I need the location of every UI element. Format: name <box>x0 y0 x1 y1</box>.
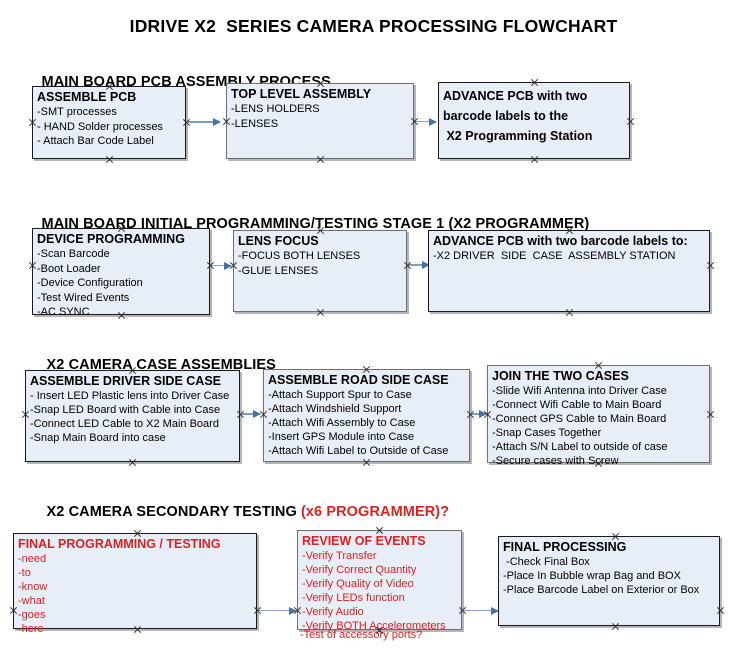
arrow-assemble-pcb-to-top-level-assembly <box>188 117 221 126</box>
box-line: -Scan Barcode <box>37 248 110 260</box>
arrow-review-of-events-to-final-processing <box>464 606 499 615</box>
box-line: -LENS HOLDERS <box>231 103 320 115</box>
box-line: -Snap Main Board into case <box>30 432 166 444</box>
box-line: -Connect LED Cable to X2 Main Board <box>30 418 219 430</box>
box-title: FINAL PROCESSING <box>503 540 627 554</box>
box-join-the-two-cases[interactable]: JOIN THE TWO CASES -Slide Wifi Antenna i… <box>487 365 710 467</box>
box-title: ADVANCE PCB with two barcode labels to: <box>433 234 688 248</box>
box-line: -LENSES <box>231 117 279 130</box>
box-line: -Insert GPS Module into Case <box>268 431 415 443</box>
arrow-lens-focus-to-advance-pcb <box>409 260 430 269</box>
box-line: -Device Configuration <box>37 277 143 289</box>
box-line: -goes <box>18 609 46 621</box>
box-line: -Snap Cases Together <box>492 427 602 439</box>
box-line: -Verify Correct Quantity <box>302 564 417 576</box>
box-line: -Attach Wifi Label to Outside of Case <box>268 445 449 457</box>
arrow-road-side-to-join-cases <box>472 409 487 418</box>
box-final-processing[interactable]: FINAL PROCESSING -Check Final Box -Place… <box>498 536 720 626</box>
section-heading-x2-camera-secondary-testing: X2 CAMERA SECONDARY TESTING (x6 PROGRAMM… <box>30 488 450 536</box>
box-line: -Verify Transfer <box>302 550 377 562</box>
box-line: -know <box>18 581 48 593</box>
box-line: -Secure cases with Screw <box>492 455 619 467</box>
box-line: -Connect GPS Cable to Main Board <box>492 413 667 425</box>
box-line: -need <box>18 553 47 565</box>
box-review-of-events[interactable]: REVIEW OF EVENTS -Verify Transfer -Verif… <box>297 530 462 632</box>
box-line: -Test Wired Events <box>37 291 130 304</box>
box-title: ASSEMBLE PCB <box>37 90 137 104</box>
box-assemble-driver-side-case[interactable]: ASSEMBLE DRIVER SIDE CASE - Insert LED P… <box>25 370 240 462</box>
box-title: ASSEMBLE ROAD SIDE CASE <box>268 373 449 387</box>
box-line: -to <box>18 567 31 579</box>
page-title: IDRIVE X2 SERIES CAMERA PROCESSING FLOWC… <box>129 16 618 36</box>
section-heading-text: X2 CAMERA CASE ASSEMBLIES <box>46 357 276 373</box>
box-line: -Connect Wifi Cable to Main Board <box>492 399 662 411</box>
box-overflow-line-review-of-events: -Test of accessory ports? <box>300 629 423 641</box>
box-line: - Attach Bar Code Label <box>37 135 154 147</box>
box-line: -Verify BOTH Accelerometers <box>302 620 446 632</box>
box-line: ADVANCE PCB with two <box>443 89 588 103</box>
arrow-device-programming-to-lens-focus <box>212 261 232 270</box>
box-title: LENS FOCUS <box>238 234 319 248</box>
box-line: -Attach Support Spur to Case <box>268 389 412 401</box>
box-title: JOIN THE TWO CASES <box>492 369 629 383</box>
box-assemble-road-side-case[interactable]: ASSEMBLE ROAD SIDE CASE -Attach Support … <box>263 369 470 462</box>
box-title: DEVICE PROGRAMMING <box>37 232 185 246</box>
box-line: -Slide Wifi Antenna into Driver Case <box>492 385 667 397</box>
box-line: -Place In Bubble wrap Bag and BOX <box>503 570 681 582</box>
box-lens-focus[interactable]: LENS FOCUS -FOCUS BOTH LENSES -GLUE LENS… <box>233 230 407 312</box>
box-line: -Verify Quality of Video <box>302 578 414 590</box>
arrow-driver-side-to-road-side <box>242 409 261 418</box>
box-line: -Check Final Box <box>503 556 590 568</box>
box-title: TOP LEVEL ASSEMBLY <box>231 87 372 101</box>
box-assemble-pcb[interactable]: ASSEMBLE PCB -SMT processes - HAND Solde… <box>32 86 186 159</box>
box-top-level-assembly[interactable]: TOP LEVEL ASSEMBLY -LENS HOLDERS -LENSES <box>226 83 414 159</box>
box-line: -FOCUS BOTH LENSES <box>238 250 361 262</box>
box-line: -Verify LEDs function <box>302 592 405 604</box>
box-line: -Attach Wifi Assembly to Case <box>268 417 416 429</box>
box-device-programming[interactable]: DEVICE PROGRAMMING -Scan Barcode -Boot L… <box>32 228 210 318</box>
box-advance-pcb-programming-station[interactable]: ADVANCE PCB with two barcode labels to t… <box>438 82 630 159</box>
box-line: -Attach S/N Label to outside of case <box>492 441 668 453</box>
section-heading-x2-camera-case-assemblies: X2 CAMERA CASE ASSEMBLIES <box>30 341 276 389</box>
box-line: - Insert LED Plastic lens into Driver Ca… <box>30 390 230 402</box>
box-line: -SMT processes <box>37 106 117 118</box>
arrow-final-programming-to-review-of-events <box>259 606 297 615</box>
box-final-programming-testing[interactable]: FINAL PROGRAMMING / TESTING -need -to -k… <box>13 533 257 635</box>
box-title: ASSEMBLE DRIVER SIDE CASE <box>30 374 222 388</box>
box-line: -GLUE LENSES <box>238 264 319 277</box>
box-line: -here <box>18 623 44 635</box>
box-line: -Place Barcode Label on Exterior or Box <box>503 584 700 596</box>
box-line: - HAND Solder processes <box>37 120 163 133</box>
section-heading-accent: (x6 PROGRAMMER)? <box>300 504 450 520</box>
box-line: -what <box>18 595 45 607</box>
box-line: -AC SYNC <box>37 306 90 318</box>
box-advance-pcb-driver-side-case[interactable]: ADVANCE PCB with two barcode labels to: … <box>428 230 710 312</box>
box-line: X2 Programming Station <box>443 129 593 143</box>
box-line: -Snap LED Board with Cable into Case <box>30 404 221 416</box>
box-title: FINAL PROGRAMMING / TESTING <box>18 537 221 551</box>
section-heading-text: X2 CAMERA SECONDARY TESTING <box>46 504 301 520</box>
box-line: -Boot Loader <box>37 262 101 275</box>
box-line: -Attach Windshield Support <box>268 403 402 415</box>
arrow-top-level-assembly-to-advance-pcb <box>416 117 437 126</box>
box-line: barcode labels to the <box>443 109 569 123</box>
box-line: -Verify Audio <box>302 606 364 618</box>
box-line: -X2 DRIVER SIDE CASE ASSEMBLY STATION <box>433 250 676 262</box>
box-title: REVIEW OF EVENTS <box>302 534 426 548</box>
